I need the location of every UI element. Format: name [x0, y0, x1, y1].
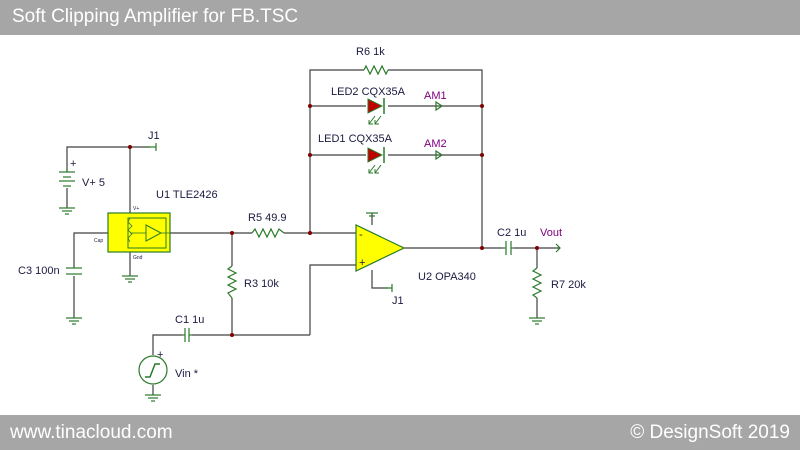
- r5-label: R5 49.9: [248, 212, 287, 224]
- c1-capacitor[interactable]: [182, 328, 192, 342]
- led2-diode[interactable]: [367, 98, 385, 125]
- vout-label: Vout: [540, 227, 562, 239]
- title-bar: Soft Clipping Amplifier for FB.TSC: [0, 0, 800, 35]
- r7-label: R7 20k: [551, 279, 586, 291]
- r6-label: R6 1k: [356, 46, 385, 58]
- r5-resistor[interactable]: [251, 227, 285, 239]
- ground-u1: [122, 275, 138, 283]
- wire-u1-cap: [73, 232, 108, 268]
- c2-capacitor[interactable]: [503, 241, 514, 255]
- junction-dot: [480, 246, 484, 250]
- c1-label: C1 1u: [175, 314, 204, 326]
- ground-r7: [529, 317, 545, 325]
- r6-resistor[interactable]: [363, 64, 389, 76]
- led1-diode[interactable]: [367, 147, 385, 174]
- wire-feedback-right: [388, 69, 483, 248]
- r3-label: R3 10k: [244, 278, 279, 290]
- led2-label: LED2 CQX35A: [331, 86, 406, 98]
- r3-resistor[interactable]: [226, 265, 238, 299]
- wire-to-noninv-input: [309, 264, 356, 335]
- circuit-schematic: + V+ Cap Gnd - + +: [18, 46, 586, 402]
- u1-label: U1 TLE2426: [156, 189, 218, 201]
- u1-cap-pin-label: Cap: [94, 238, 103, 244]
- ground-battery: [59, 207, 75, 215]
- wire-vin-to-c1: [152, 334, 182, 355]
- junction-dot: [308, 153, 312, 157]
- am2-label: AM2: [424, 138, 447, 150]
- junction-dot: [480, 153, 484, 157]
- junctions: [128, 104, 539, 337]
- footer-bar: www.tinacloud.com © DesignSoft 2019: [0, 415, 800, 450]
- junction-dot: [308, 231, 312, 235]
- site-link[interactable]: www.tinacloud.com: [10, 422, 173, 443]
- junction-dot: [308, 104, 312, 108]
- vout-terminal[interactable]: [555, 243, 561, 253]
- c2-label: C2 1u: [497, 227, 526, 239]
- vin-plus-sign: +: [157, 349, 163, 361]
- am1-label: AM1: [424, 90, 447, 102]
- ground-vin: [145, 394, 161, 402]
- opamp-plus-sign: +: [359, 257, 365, 269]
- vin-source[interactable]: [138, 355, 168, 385]
- battery-plus-sign: +: [70, 158, 76, 170]
- junction-dot: [230, 231, 234, 235]
- j1-top-label: J1: [148, 130, 160, 142]
- copyright-text: © DesignSoft 2019: [630, 422, 790, 443]
- wire-feedback-left: [309, 69, 364, 233]
- u2-label: U2 OPA340: [418, 271, 476, 283]
- u1-gnd-pin-label: Gnd: [133, 255, 143, 261]
- led1-label: LED1 CQX35A: [318, 133, 393, 145]
- junction-dot: [480, 104, 484, 108]
- vplus-battery[interactable]: [59, 168, 75, 187]
- page-title: Soft Clipping Amplifier for FB.TSC: [12, 6, 299, 27]
- c3-capacitor[interactable]: [66, 267, 82, 275]
- r7-resistor[interactable]: [531, 267, 543, 299]
- junction-dot: [230, 333, 234, 337]
- c3-label: C3 100n: [18, 265, 60, 277]
- wire-battery-top: [66, 146, 130, 172]
- wire-opamp-j1: [371, 270, 388, 289]
- u2-opamp[interactable]: [355, 224, 406, 272]
- u1-chip[interactable]: [107, 212, 171, 253]
- ground-c3: [66, 317, 82, 325]
- am2-ammeter-arrow[interactable]: [435, 149, 444, 161]
- vplus-label: V+ 5: [82, 177, 105, 189]
- opamp-minus-sign: -: [359, 229, 363, 241]
- wire-u1-vplus: [129, 146, 150, 213]
- am1-ammeter-arrow[interactable]: [435, 100, 444, 112]
- vin-label: Vin *: [175, 368, 199, 380]
- junction-dot: [535, 246, 539, 250]
- junction-dot: [128, 145, 132, 149]
- j1-bottom-label: J1: [392, 295, 404, 307]
- u1-vplus-pin-label: V+: [133, 206, 139, 212]
